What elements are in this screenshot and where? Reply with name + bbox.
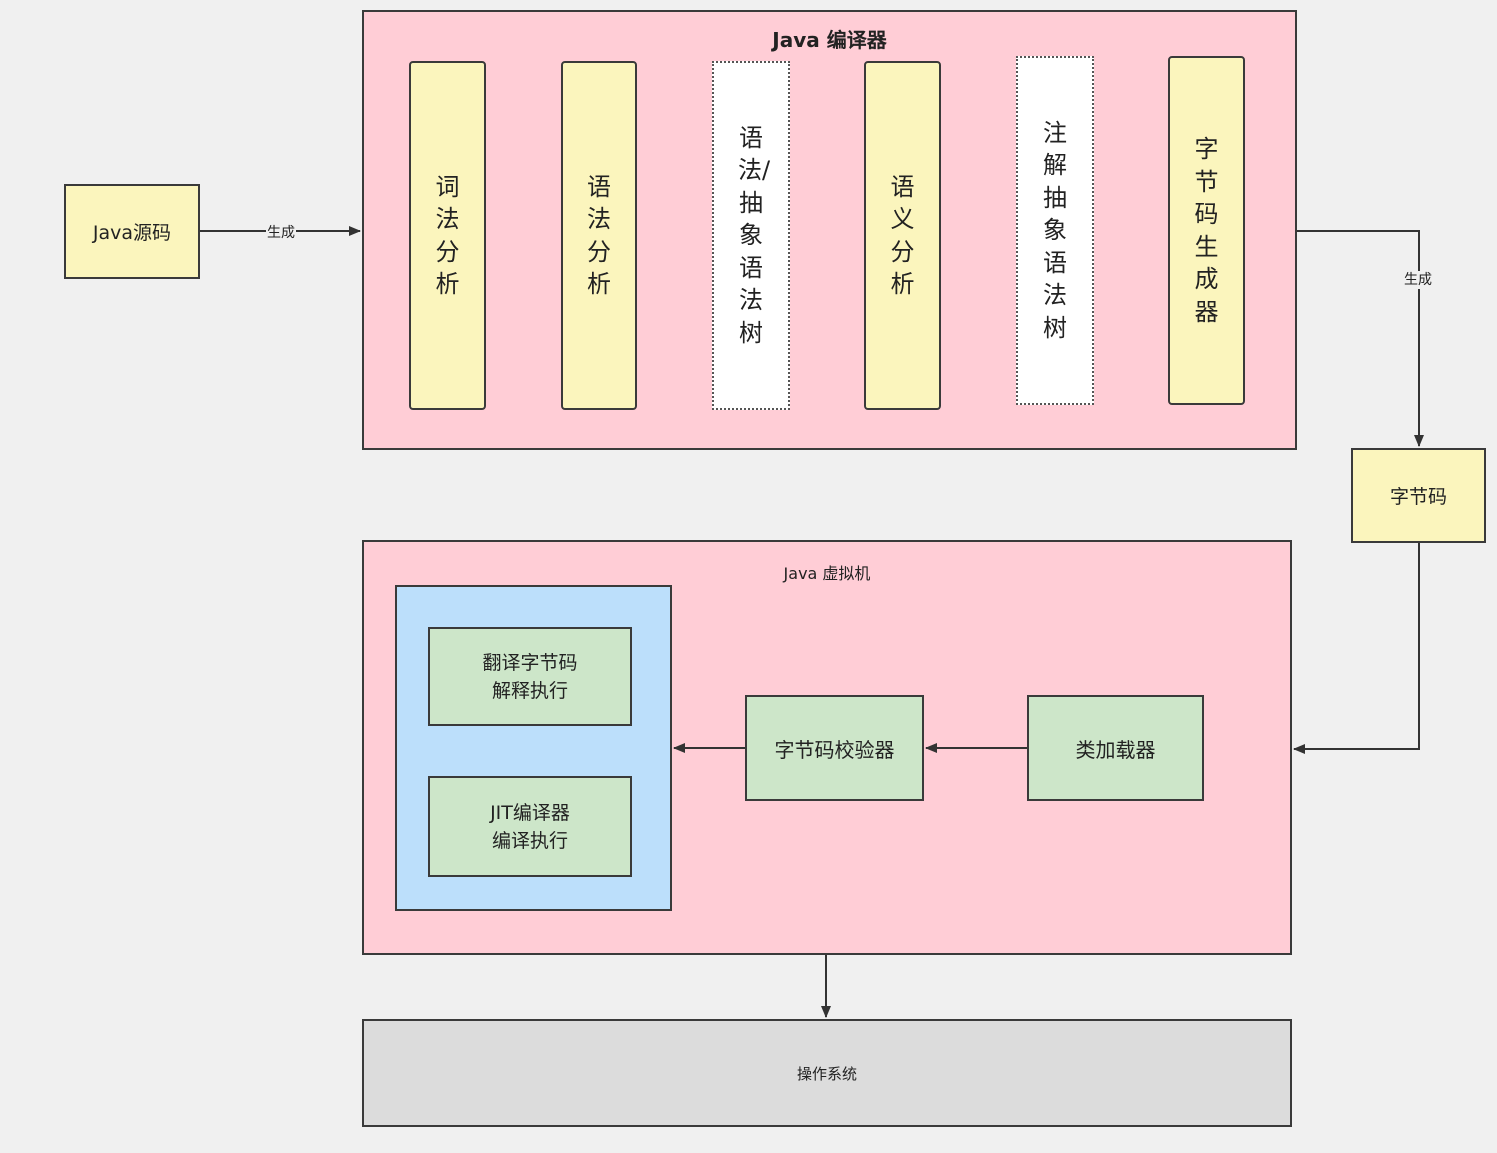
operating-system-node: 操作系统 [362, 1019, 1292, 1127]
bytecode-generator-label: 字节码生成器 [1194, 135, 1219, 326]
source-to-compiler-label: 生成 [266, 224, 296, 242]
syntax-tree-stage: 语法/抽象语法树 [712, 61, 790, 410]
semantic-analysis-label: 语义分析 [890, 172, 915, 299]
syntax-analysis-stage: 语法分析 [561, 61, 637, 410]
jit-compiler-label: JIT编译器 编译执行 [490, 801, 570, 852]
operating-system-label: 操作系统 [796, 1064, 857, 1083]
jit-compiler-node: JIT编译器 编译执行 [428, 776, 632, 877]
bytecode-verifier-label: 字节码校验器 [774, 737, 895, 762]
bytecode-generator-stage: 字节码生成器 [1168, 56, 1245, 405]
java-source-label: Java源码 [92, 222, 172, 244]
compiler-to-bytecode-arrow [1297, 230, 1424, 447]
bytecode-node: 字节码 [1351, 448, 1486, 543]
java-compiler-container: Java 编译器 [362, 10, 1297, 450]
class-loader-label: 类加载器 [1075, 737, 1156, 762]
java-compiler-title: Java 编译器 [772, 28, 887, 52]
interpreter-node: 翻译字节码 解释执行 [428, 627, 632, 726]
bytecode-verifier-node: 字节码校验器 [745, 695, 924, 801]
lexical-analysis-label: 词法分析 [435, 172, 460, 299]
bytecode-to-jvm-arrow [1293, 543, 1420, 754]
bytecode-label: 字节码 [1389, 486, 1447, 508]
interpreter-label: 翻译字节码 解释执行 [482, 651, 578, 702]
class-loader-node: 类加载器 [1027, 695, 1204, 801]
syntax-tree-label: 语法/抽象语法树 [738, 123, 771, 347]
compiler-to-bytecode-label: 生成 [1403, 271, 1433, 289]
annotated-syntax-tree-stage: 注解抽象语法树 [1016, 56, 1094, 405]
jvm-title: Java 虚拟机 [783, 564, 871, 583]
java-source-node: Java源码 [64, 184, 200, 279]
syntax-analysis-label: 语法分析 [587, 172, 611, 299]
annotated-syntax-tree-label: 注解抽象语法树 [1043, 118, 1067, 342]
semantic-analysis-stage: 语义分析 [864, 61, 941, 410]
lexical-analysis-stage: 词法分析 [409, 61, 486, 410]
